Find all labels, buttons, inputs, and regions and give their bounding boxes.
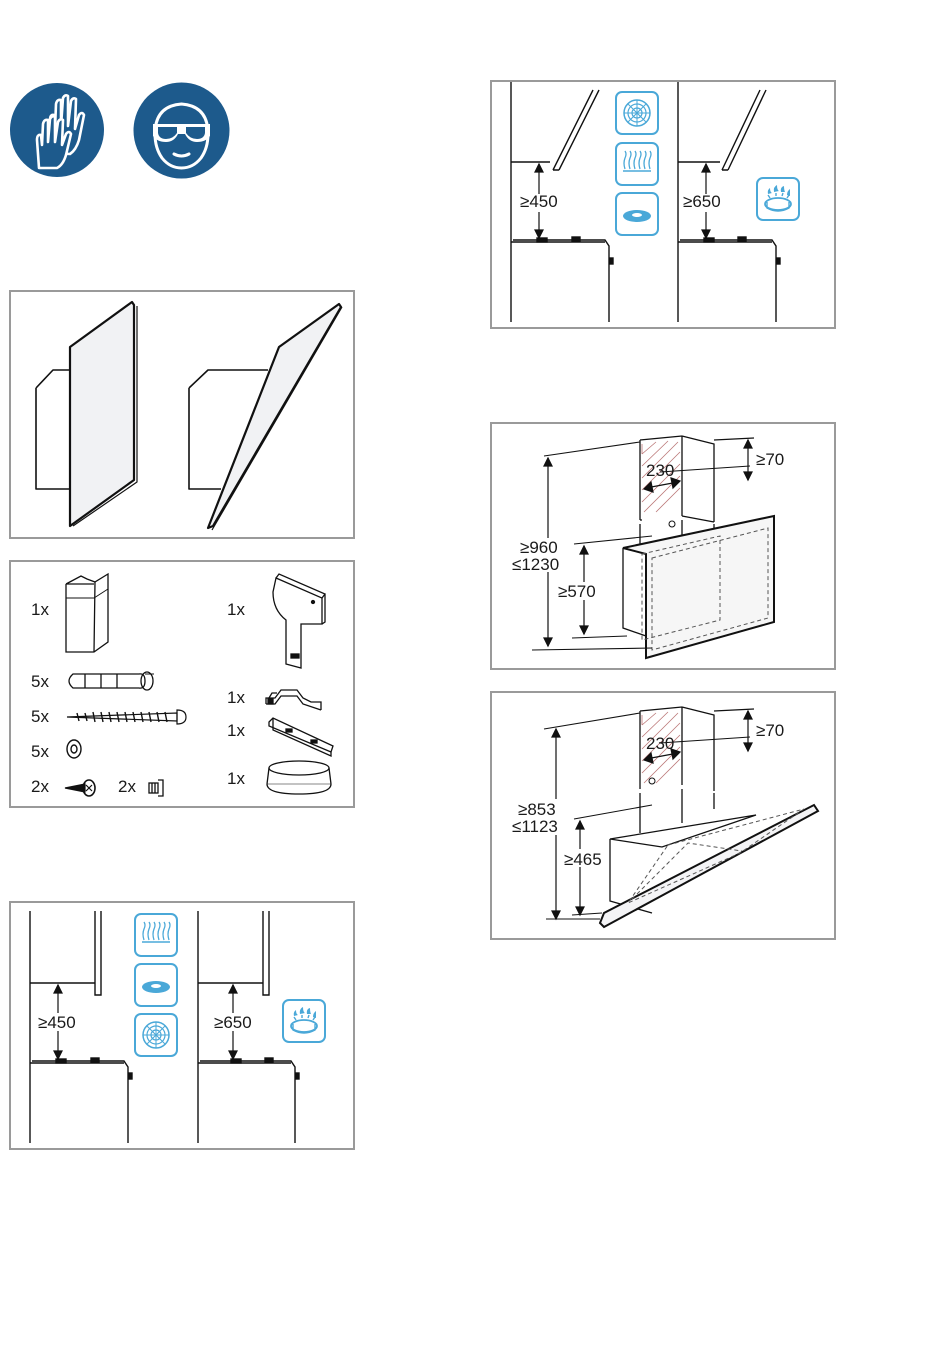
small-screw-icon <box>149 780 163 796</box>
clearance-gas-label: ≥650 <box>683 192 721 211</box>
gas-burner-icon <box>757 178 799 220</box>
top-gap-label: ≥70 <box>756 450 784 469</box>
clearance-electric-label: ≥450 <box>520 192 558 211</box>
qty-label: 2x <box>118 777 136 796</box>
parts-list-panel: 1x 5x 5x 5x 2x 2x 1x 1x 1x 1x <box>9 560 355 808</box>
fan-hob-icon <box>616 92 658 134</box>
hood-variants-panel <box>9 290 355 539</box>
clearance-gas-label: ≥650 <box>214 1013 252 1032</box>
rail-icon <box>269 718 333 756</box>
fan-hob-icon <box>135 1014 177 1056</box>
clip-icon <box>266 690 321 710</box>
duct-width-label: 230 <box>646 734 674 753</box>
induction-hob-icon <box>616 193 658 235</box>
clearance-panel-angled: ≥450 ≥650 <box>490 80 836 329</box>
qty-label: 1x <box>227 688 245 707</box>
short-screw-icon <box>65 780 95 796</box>
radiant-hob-icon <box>135 914 177 956</box>
qty-label: 2x <box>31 777 49 796</box>
radiant-hob-icon <box>616 143 658 185</box>
hood-height-label: ≥570 <box>558 582 596 601</box>
gas-burner-icon <box>283 1000 325 1042</box>
dimensions-panel-angled: ≥853 ≤1123 ≥465 230 ≥70 <box>490 691 836 940</box>
mounting-bracket-icon <box>273 574 325 668</box>
qty-label: 5x <box>31 672 49 691</box>
clearance-electric-label: ≥450 <box>38 1013 76 1032</box>
dimensions-panel-vertical: ≥960 ≤1230 ≥570 230 ≥70 <box>490 422 836 670</box>
qty-label: 1x <box>227 600 245 619</box>
total-height-max-label: ≤1230 <box>512 555 559 574</box>
safety-goggles-icon <box>133 82 230 179</box>
qty-label: 1x <box>31 600 49 619</box>
angled-hood-drawing <box>189 304 342 530</box>
top-gap-label: ≥70 <box>756 721 784 740</box>
qty-label: 5x <box>31 707 49 726</box>
gloves-icon <box>9 82 105 178</box>
vertical-hood-drawing <box>36 302 137 526</box>
qty-label: 1x <box>227 769 245 788</box>
qty-label: 5x <box>31 742 49 761</box>
screw-icon <box>67 710 186 724</box>
hood-height-label: ≥465 <box>564 850 602 869</box>
chimney-duct-icon <box>66 574 108 652</box>
duct-width-label: 230 <box>646 461 674 480</box>
clearance-panel-vertical: ≥450 ≥650 <box>9 901 355 1150</box>
induction-hob-icon <box>135 964 177 1006</box>
qty-label: 1x <box>227 721 245 740</box>
air-outlet-ring-icon <box>267 761 331 794</box>
washer-icon <box>67 740 81 758</box>
wall-plug-icon <box>69 672 154 690</box>
total-height-max-label: ≤1123 <box>512 817 558 836</box>
